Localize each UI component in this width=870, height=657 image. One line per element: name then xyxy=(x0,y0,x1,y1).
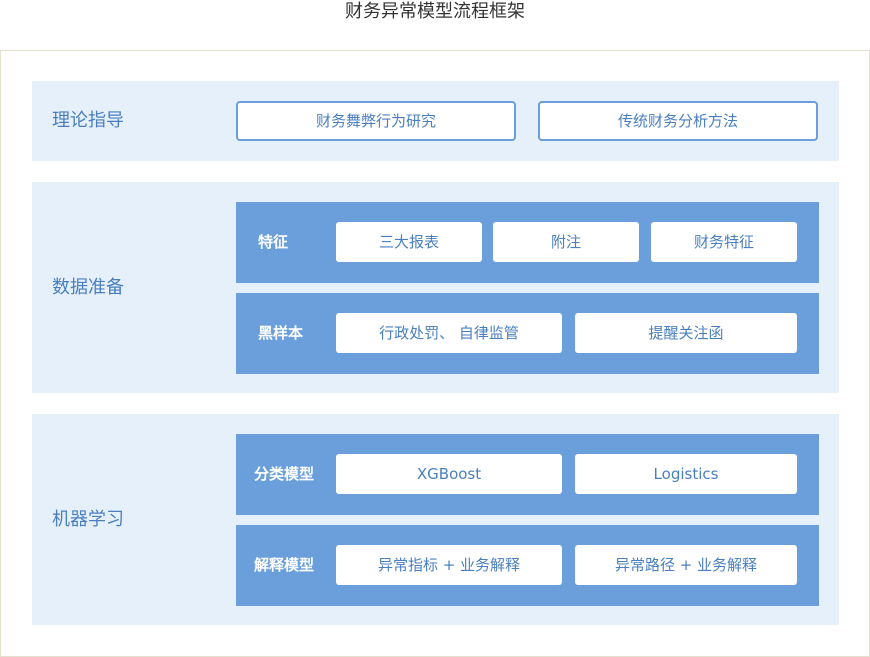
row-classification-label: 分类模型 xyxy=(254,465,315,483)
cell-notes: 附注 xyxy=(493,222,639,262)
band-theory-label: 理论指导 xyxy=(52,110,124,131)
cell-penalties-regulation: 行政处罚、 自律监管 xyxy=(336,313,562,353)
row-classification-model: 分类模型 XGBoost Logistics xyxy=(236,434,819,515)
cell-financial-features: 财务特征 xyxy=(651,222,797,262)
cell-abnormal-indicators: 异常指标 + 业务解释 xyxy=(336,545,562,585)
theory-item-traditional-analysis: 传统财务分析方法 xyxy=(538,101,818,141)
cell-attention-letters: 提醒关注函 xyxy=(575,313,797,353)
cell-abnormal-paths: 异常路径 + 业务解释 xyxy=(575,545,797,585)
row-black-samples: 黑样本 行政处罚、 自律监管 提醒关注函 xyxy=(236,293,819,374)
cell-xgboost: XGBoost xyxy=(336,454,562,494)
row-features: 特征 三大报表 附注 财务特征 xyxy=(236,202,819,283)
band-data-prep-label: 数据准备 xyxy=(52,277,124,298)
band-ml-label: 机器学习 xyxy=(52,509,124,530)
cell-logistics: Logistics xyxy=(575,454,797,494)
row-features-label: 特征 xyxy=(258,233,289,251)
cell-financial-statements: 三大报表 xyxy=(336,222,482,262)
diagram-title: 财务异常模型流程框架 xyxy=(345,1,525,22)
row-explanation-model: 解释模型 异常指标 + 业务解释 异常路径 + 业务解释 xyxy=(236,525,819,606)
row-explanation-label: 解释模型 xyxy=(254,556,315,574)
theory-item-fraud-research: 财务舞弊行为研究 xyxy=(236,101,516,141)
row-black-samples-label: 黑样本 xyxy=(258,324,304,342)
